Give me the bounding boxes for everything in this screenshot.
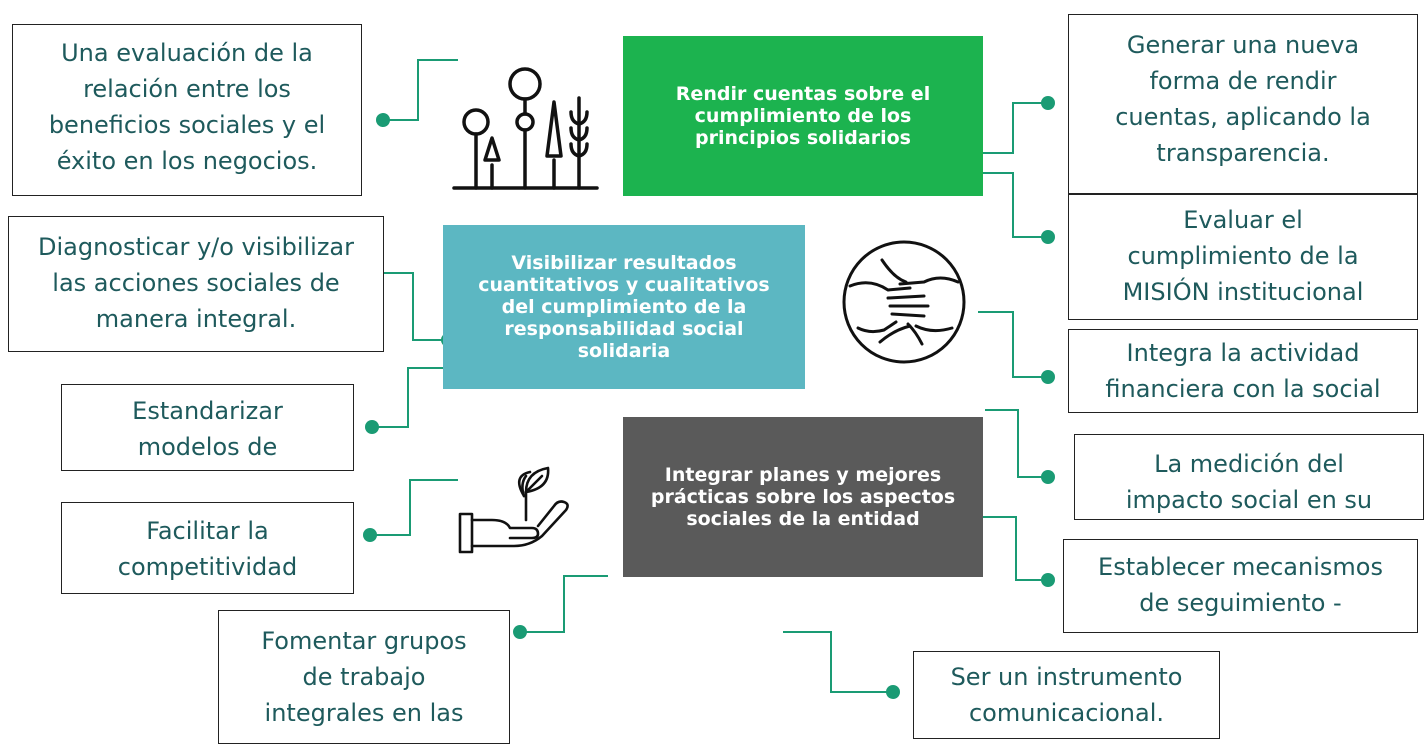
box-medicion: La medición del impacto social en su: [1074, 434, 1424, 520]
box-diagnosticar: Diagnosticar y/o visibilizar las accione…: [8, 216, 384, 352]
hub-rendir-cuentas-text: Rendir cuentas sobre el cumplimiento de …: [675, 83, 931, 149]
connector-facilitar: [370, 479, 458, 536]
box-instrumento: Ser un instrumento comunicacional.: [913, 651, 1220, 739]
hub-rendir-cuentas: Rendir cuentas sobre el cumplimiento de …: [623, 36, 983, 196]
connector-diagnosticar: [383, 272, 448, 341]
connector-dot: [1041, 573, 1055, 587]
connector-dot: [376, 113, 390, 127]
connector-evaluacion: [383, 59, 458, 121]
connector-dot: [365, 420, 379, 434]
joined-hands-icon: [842, 240, 966, 364]
connector-establecer: [983, 516, 1048, 581]
connector-evaluar: [983, 172, 1048, 238]
trees-icon: [452, 67, 599, 190]
connector-dot: [513, 625, 527, 639]
connector-estandarizar: [372, 367, 448, 428]
box-estandarizar: Estandarizar modelos de: [61, 384, 354, 471]
connector-paths: [370, 59, 1048, 693]
connector-instrumento: [783, 631, 893, 693]
connector-generar: [983, 102, 1048, 154]
connector-dot: [1041, 96, 1055, 110]
hand-holding-plant-icon: [458, 466, 569, 554]
connector-dot: [363, 528, 377, 542]
hub-visibilizar: Visibilizar resultados cuantitativos y c…: [443, 225, 805, 389]
connector-dot: [1041, 370, 1055, 384]
box-establecer: Establecer mecanismos de seguimiento -: [1063, 539, 1418, 633]
connector-dot: [1041, 470, 1055, 484]
hub-visibilizar-text: Visibilizar resultados cuantitativos y c…: [478, 252, 770, 362]
box-evaluar: Evaluar el cumplimiento de la MISIÓN ins…: [1068, 194, 1418, 320]
hub-integrar-text: Integrar planes y mejores prácticas sobr…: [650, 464, 956, 530]
connector-medicion: [985, 409, 1048, 478]
hub-integrar: Integrar planes y mejores prácticas sobr…: [623, 417, 983, 577]
box-evaluacion: Una evaluación de la relación entre los …: [12, 24, 362, 196]
connector-dot: [886, 685, 900, 699]
connector-fomentar: [520, 575, 608, 633]
connector-dot: [1041, 230, 1055, 244]
box-generar: Generar una nueva forma de rendir cuenta…: [1068, 14, 1418, 194]
box-fomentar: Fomentar grupos de trabajo integrales en…: [218, 610, 510, 744]
box-integra: Integra la actividad financiera con la s…: [1068, 329, 1418, 413]
box-facilitar: Facilitar la competitividad: [61, 502, 354, 594]
connector-integra: [978, 311, 1048, 378]
